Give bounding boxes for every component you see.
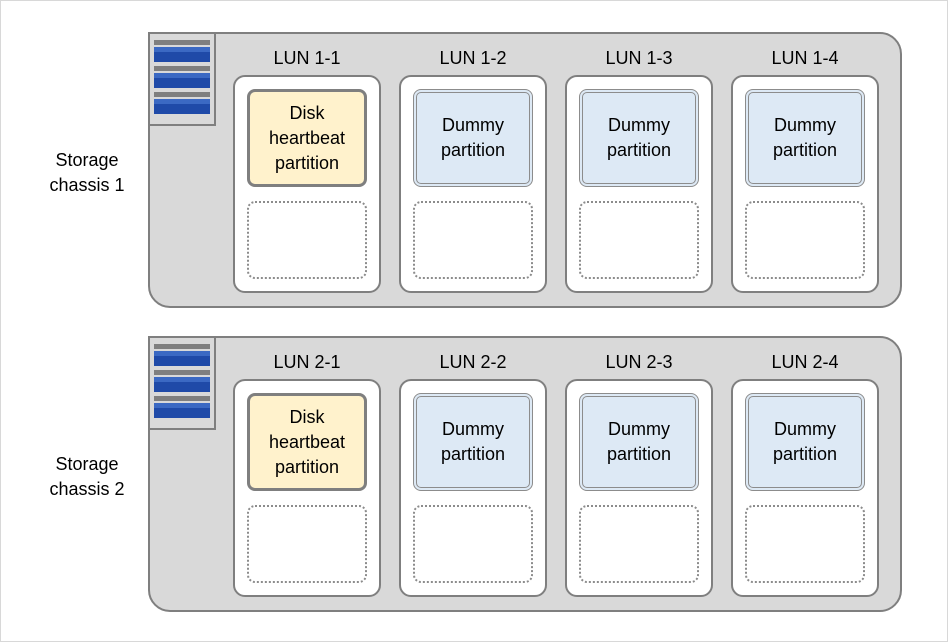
lun-label: LUN 1-2 [439,48,507,68]
heartbeat-partition: Disk heartbeat partition [247,89,367,187]
dummy-partition: Dummy partition [745,89,865,187]
empty-partition [579,201,699,279]
lun-box: Dummy partition [731,379,879,597]
empty-partition [247,505,367,583]
lun-label: LUN 2-1 [273,352,341,372]
heartbeat-partition: Disk heartbeat partition [247,393,367,491]
dummy-partition: Dummy partition [579,393,699,491]
empty-partition [247,201,367,279]
lun-label: LUN 1-4 [771,48,839,68]
empty-partition [579,505,699,583]
chassis-label-2: Storage chassis 2 [49,454,125,499]
lun-box: Disk heartbeat partition [233,379,381,597]
lun-label: LUN 1-3 [605,48,673,68]
empty-partition [745,505,865,583]
lun-box: Dummy partition [565,75,713,293]
storage-icon [148,336,216,430]
lun-label: LUN 1-1 [273,48,341,68]
empty-partition [413,201,533,279]
storage-chassis-2: LUN 2-1 Disk heartbeat partition LUN 2-2… [148,336,902,612]
dummy-partition: Dummy partition [413,393,533,491]
storage-chassis-1: LUN 1-1 Disk heartbeat partition LUN 1-2… [148,32,902,308]
lun-box: Dummy partition [399,75,547,293]
lun-label: LUN 2-2 [439,352,507,372]
lun-box: Dummy partition [399,379,547,597]
empty-partition [745,201,865,279]
chassis-label-1: Storage chassis 1 [49,150,125,195]
lun-label: LUN 2-4 [771,352,839,372]
dummy-partition: Dummy partition [413,89,533,187]
lun-box: Dummy partition [731,75,879,293]
dummy-partition: Dummy partition [745,393,865,491]
storage-icon [148,32,216,126]
lun-box: Dummy partition [565,379,713,597]
lun-label: LUN 2-3 [605,352,673,372]
lun-box: Disk heartbeat partition [233,75,381,293]
dummy-partition: Dummy partition [579,89,699,187]
empty-partition [413,505,533,583]
